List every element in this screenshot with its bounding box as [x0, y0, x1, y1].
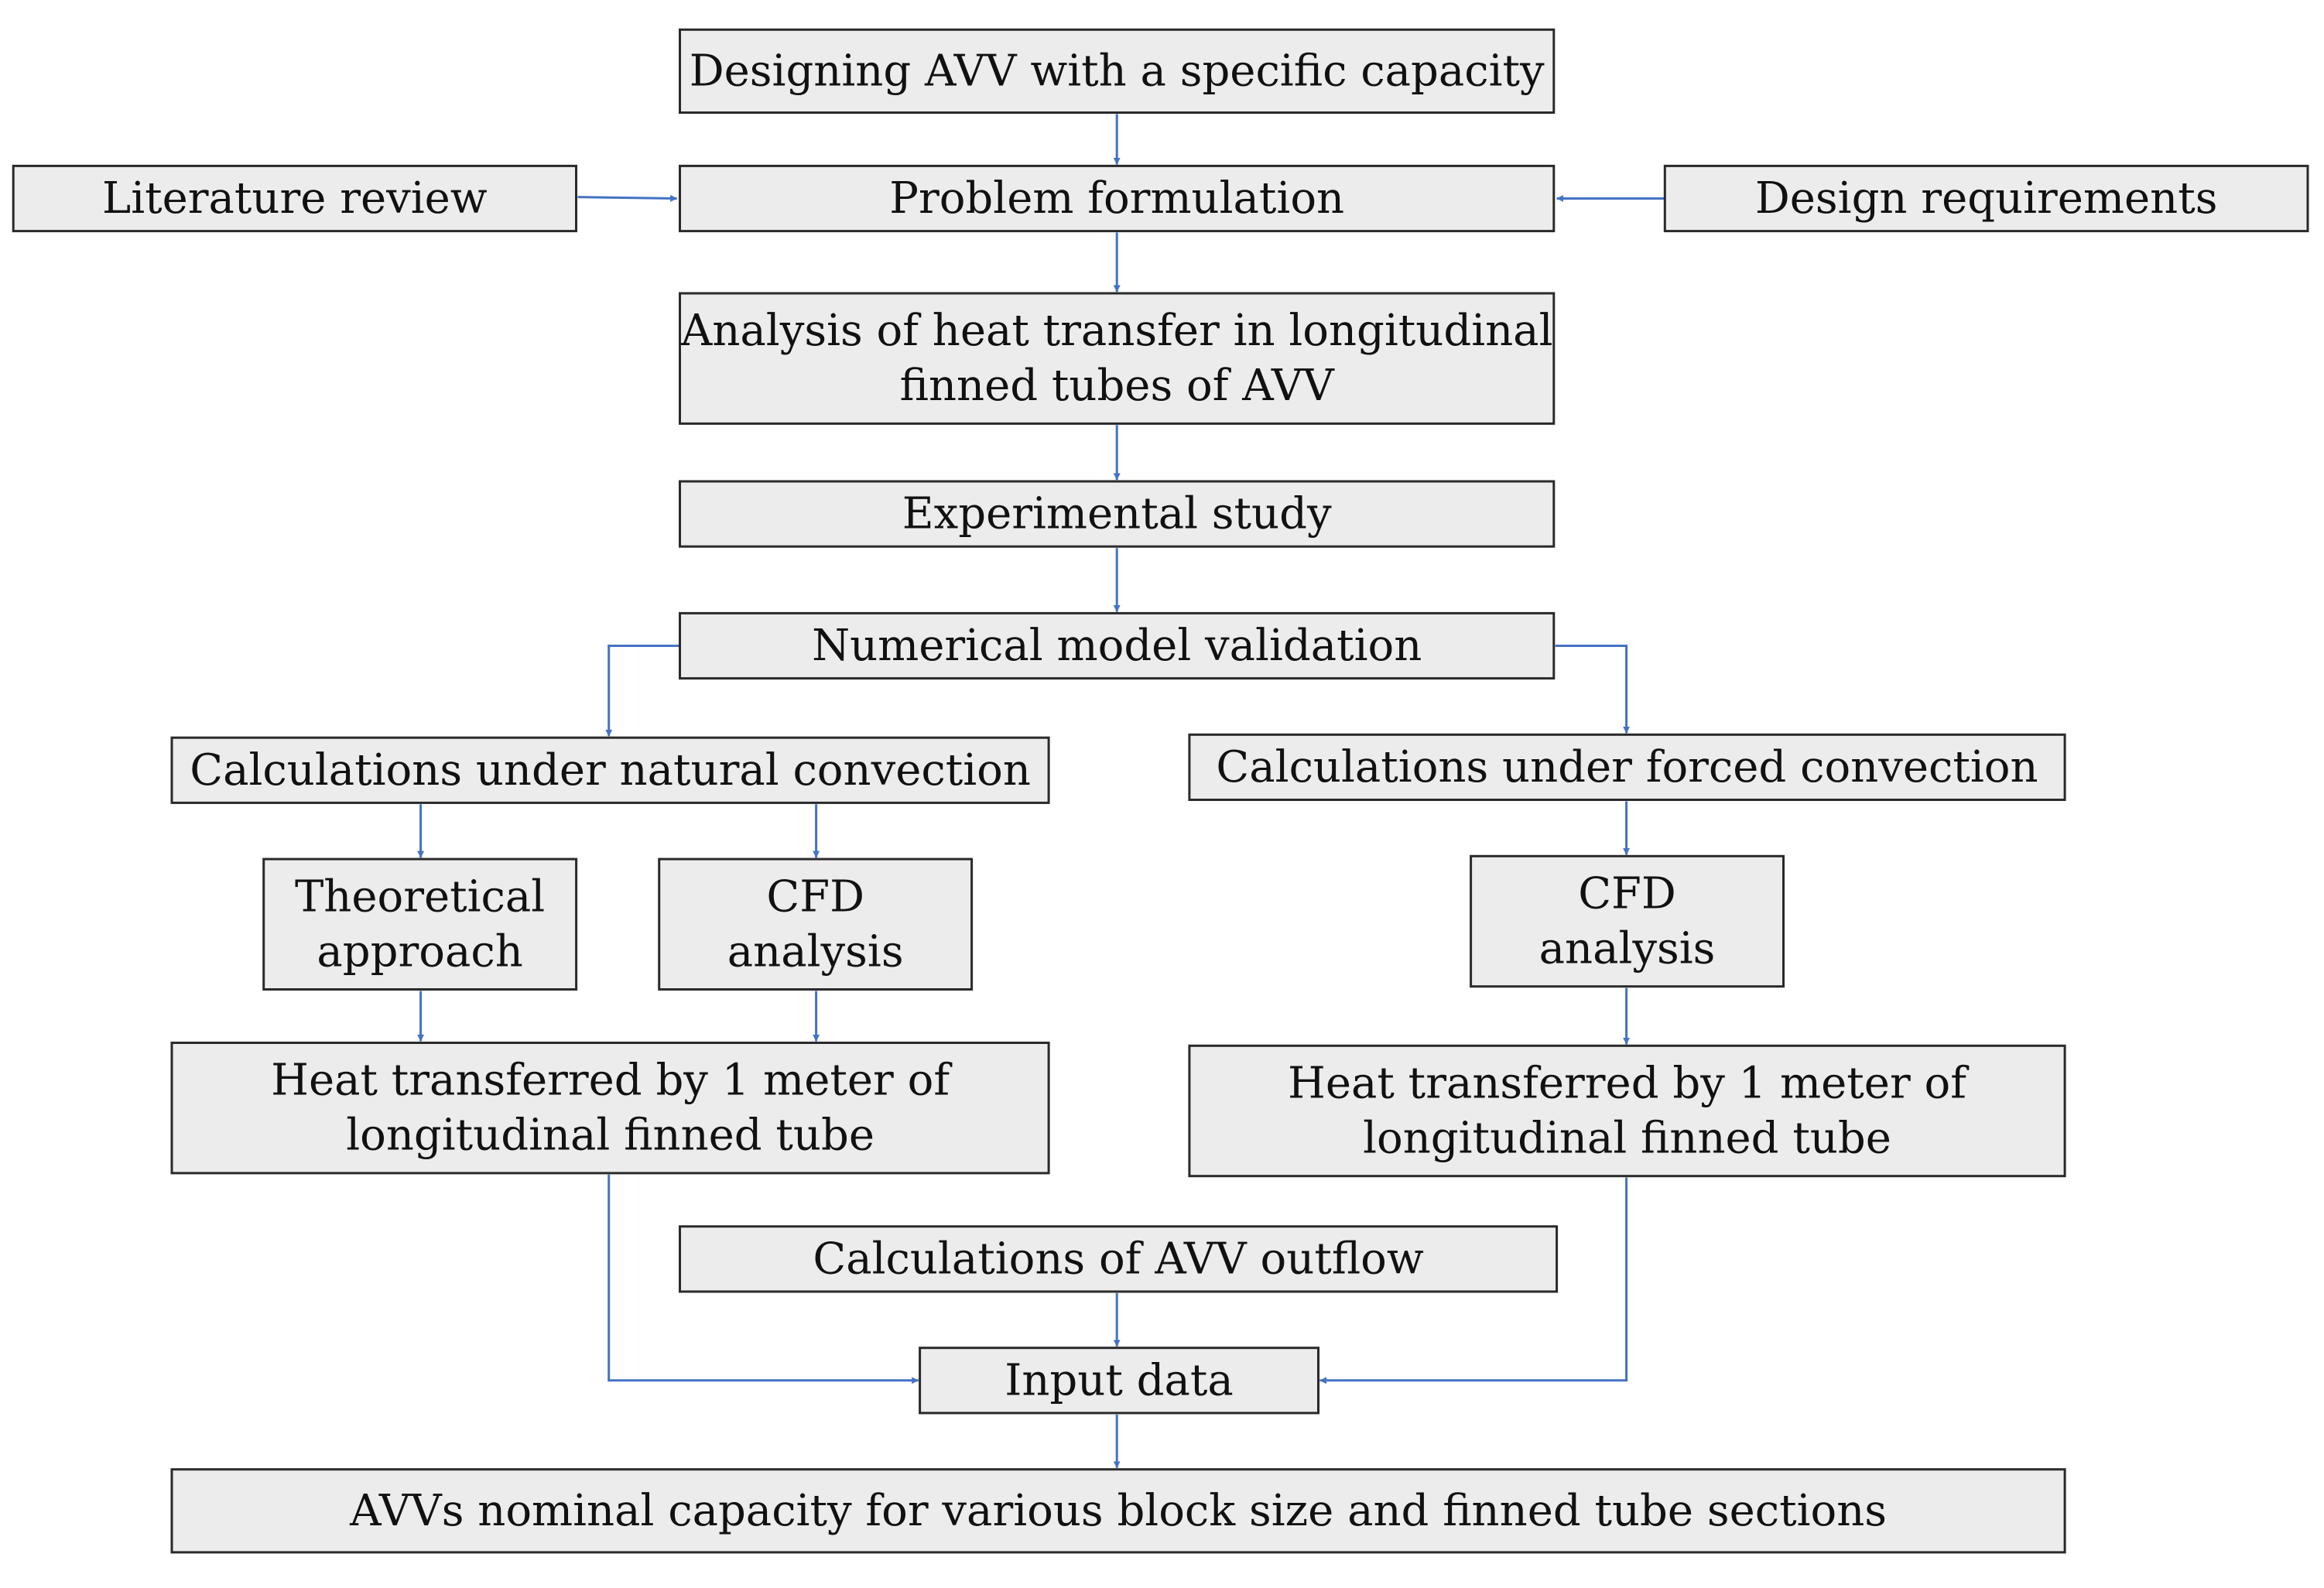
node-label-line: longitudinal finned tube [346, 1111, 874, 1161]
node-label-line: CFD [1578, 869, 1676, 919]
node-label-line: finned tubes of AVV [900, 361, 1336, 411]
node-label-line: Numerical model validation [812, 621, 1422, 671]
connector-arrow [1555, 645, 1631, 734]
node-box [919, 1347, 1319, 1415]
node-box [170, 736, 1050, 804]
node-label-line: Heat transferred by 1 meter of [1288, 1059, 1970, 1109]
node-designing-avv: Designing AVV with a specific capacity [679, 28, 1556, 114]
node-label-line: Problem formulation [889, 173, 1344, 224]
node-box [170, 1468, 2066, 1554]
node-label-line: Experimental study [902, 489, 1332, 539]
node-experimental-study: Experimental study [679, 480, 1556, 548]
node-box [1188, 733, 2066, 801]
node-literature-review: Literature review [12, 164, 577, 233]
node-input-data: Input data [919, 1347, 1319, 1415]
node-label-line: Theoretical [295, 871, 545, 922]
connectors [417, 114, 1665, 1469]
node-box [679, 292, 1556, 425]
node-nominal-capacity: AVVs nominal capacity for various block … [170, 1468, 2066, 1554]
nodes: Designing AVV with a specific capacityLi… [12, 28, 2309, 1554]
connector-arrow [605, 645, 680, 737]
node-model-validation: Numerical model validation [679, 611, 1556, 680]
node-label-line: Calculations of AVV outflow [813, 1234, 1424, 1284]
node-design-requirements: Design requirements [1663, 164, 2309, 233]
node-box [679, 480, 1556, 548]
node-box [1663, 164, 2309, 233]
node-heat-forced: Heat transferred by 1 meter oflongitudin… [1188, 1044, 2066, 1178]
node-label-line: approach [317, 926, 522, 977]
node-label-line: Designing AVV with a specific capacity [690, 46, 1545, 96]
node-box [1188, 1044, 2066, 1178]
node-label-line: CFD [766, 871, 864, 922]
connector-arrow [577, 194, 678, 202]
node-label-line: analysis [1539, 924, 1716, 974]
node-label-line: Input data [1005, 1355, 1234, 1405]
node-heat-natural: Heat transferred by 1 meter oflongitudin… [170, 1042, 1050, 1175]
node-label-line: longitudinal finned tube [1363, 1114, 1891, 1164]
node-label-line: AVVs nominal capacity for various block … [349, 1486, 1887, 1536]
node-label-line: Literature review [102, 173, 488, 224]
node-box [679, 1225, 1559, 1293]
node-heat-transfer-analysis: Analysis of heat transfer in longitudina… [679, 292, 1556, 425]
node-box [679, 164, 1556, 233]
node-label-line: Design requirements [1755, 173, 2218, 224]
node-avv-outflow: Calculations of AVV outflow [679, 1225, 1559, 1293]
node-label-line: analysis [727, 926, 904, 977]
node-box [12, 164, 577, 233]
node-box [170, 1042, 1050, 1175]
node-label-line: Calculations under natural convection [190, 745, 1031, 796]
node-box [679, 28, 1556, 114]
connector-arrow [1319, 1177, 1628, 1384]
node-label-line: Calculations under forced convection [1216, 742, 2038, 792]
node-label-line: Heat transferred by 1 meter of [271, 1056, 953, 1106]
node-box [1470, 854, 1785, 988]
node-label-line: Analysis of heat transfer in longitudina… [680, 306, 1553, 356]
node-natural-convection: Calculations under natural convection [170, 736, 1050, 804]
node-forced-convection: Calculations under forced convection [1188, 733, 2066, 801]
connector-arrow [608, 1174, 919, 1384]
node-box [658, 857, 974, 991]
node-box [679, 611, 1556, 680]
node-box [262, 857, 578, 991]
node-problem-formulation: Problem formulation [679, 164, 1556, 233]
